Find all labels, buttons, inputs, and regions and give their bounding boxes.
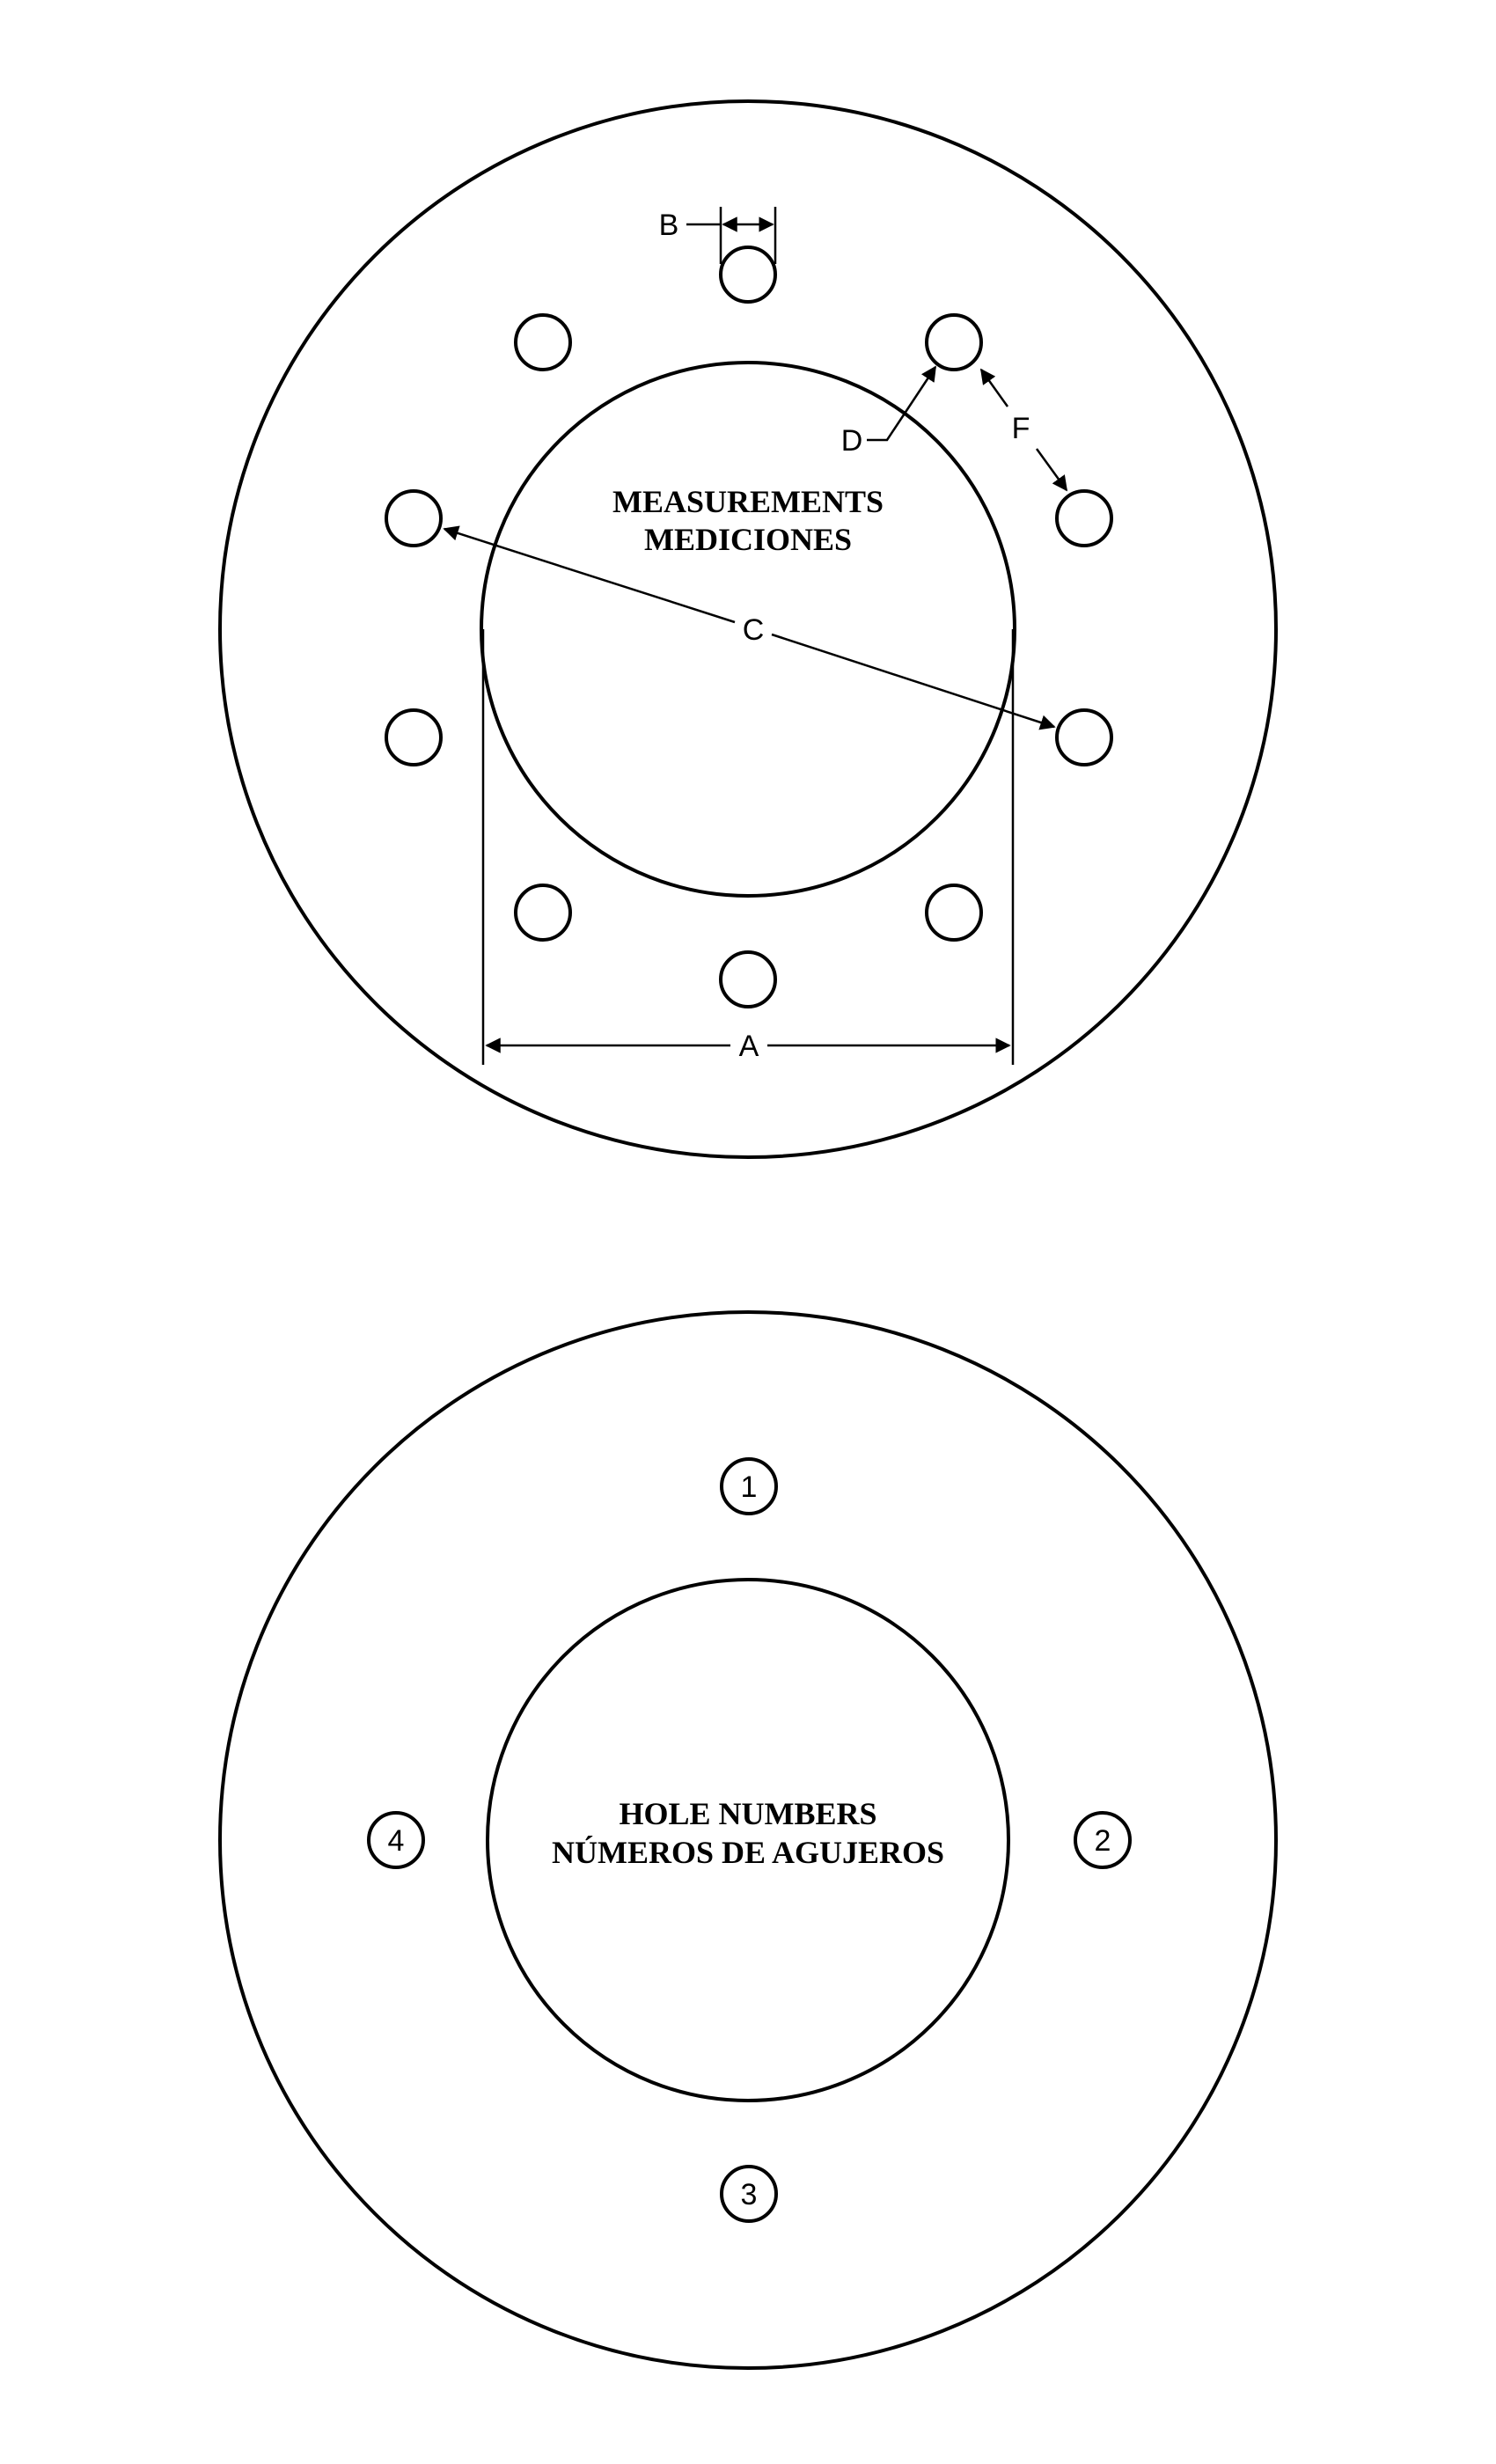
measurements-diagram: B D F C A MEASUREMENTS MEDICIONES (218, 99, 1278, 1159)
hole-numbers-title-es: NÚMEROS DE AGUJEROS (552, 1835, 944, 1870)
bolt-hole-bottom-right (925, 884, 983, 942)
hole-numbers-diagram: 1 2 3 4 HOLE NUMBERS NÚMEROS DE AGUJEROS (218, 1310, 1278, 2370)
dim-d-label: D (841, 424, 863, 458)
bolt-hole-top (719, 246, 777, 304)
dim-d-leader (867, 365, 937, 442)
bolt-hole-top-right (925, 313, 983, 371)
bolt-hole-right-upper (1055, 489, 1113, 547)
hole-numbers-title-en: HOLE NUMBERS (619, 1796, 876, 1831)
center-bore-circle (480, 361, 1016, 898)
bolt-hole-bottom (719, 950, 777, 1008)
dim-c-label: C (743, 613, 765, 647)
hole-number-4: 4 (388, 1824, 405, 1858)
bolt-hole-bottom-left (514, 884, 572, 942)
outer-circle (218, 99, 1278, 1159)
bolt-hole-top-left (514, 313, 572, 371)
dim-f-arrow-lower (1035, 448, 1068, 492)
hole-3 (720, 2165, 778, 2223)
dim-b-label: B (659, 209, 679, 242)
hole-1 (720, 1457, 778, 1515)
bolt-hole-right-lower (1055, 708, 1113, 766)
center-bore-circle-2 (486, 1578, 1010, 2102)
measurements-title-es: MEDICIONES (644, 522, 852, 557)
measurements-title-en: MEASUREMENTS (612, 484, 884, 519)
dim-a-label: A (739, 1030, 759, 1063)
hole-number-3: 3 (741, 2178, 758, 2211)
hole-number-1: 1 (741, 1470, 758, 1504)
outer-circle-2 (218, 1310, 1278, 2370)
bolt-hole-left-upper (385, 489, 443, 547)
dim-c-line-left (443, 525, 736, 624)
hole-4 (367, 1811, 425, 1869)
dim-c-line-right (771, 633, 1056, 730)
dim-f-arrow-upper (979, 368, 1009, 407)
bolt-hole-left-lower (385, 708, 443, 766)
hole-number-2: 2 (1095, 1824, 1111, 1858)
dim-f-label: F (1012, 412, 1030, 445)
hole-2 (1074, 1811, 1132, 1869)
